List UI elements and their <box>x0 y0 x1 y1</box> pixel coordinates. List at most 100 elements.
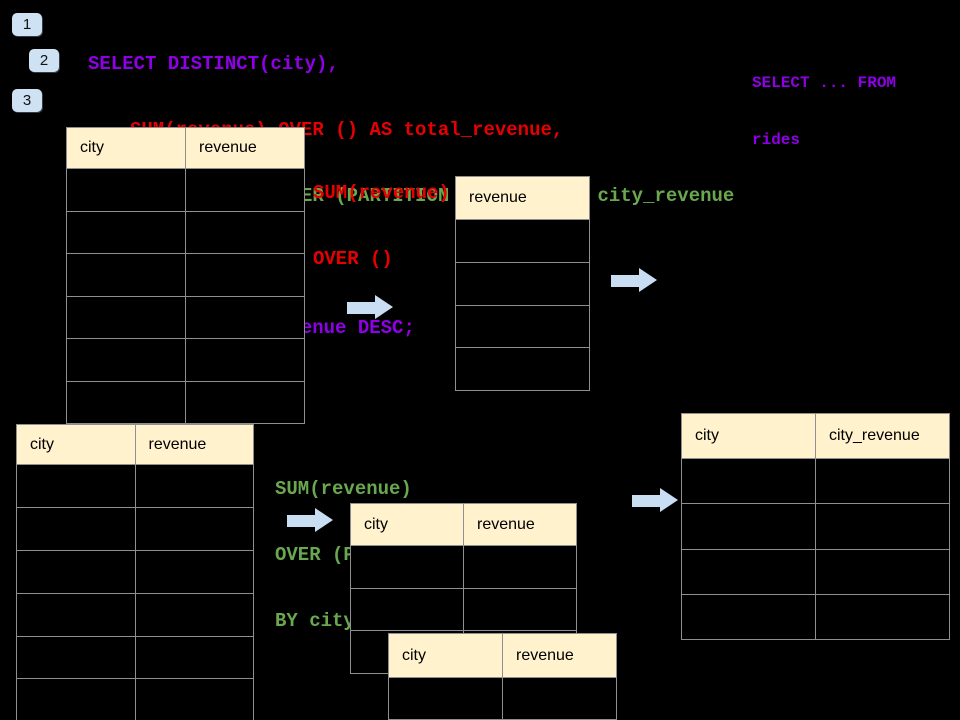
arrow-head <box>315 508 333 532</box>
table-cell-empty <box>186 169 304 211</box>
side-note-line: rides <box>752 131 801 149</box>
table-row <box>456 304 589 348</box>
table-source-bottom: city revenue <box>16 424 254 720</box>
column-header-city: city <box>17 425 136 464</box>
annotation-line: SUM(revenue) <box>275 478 412 500</box>
table-cell-empty <box>136 465 254 507</box>
table-cell-empty <box>17 593 136 636</box>
table-cell-empty <box>136 679 254 720</box>
annotation-line: OVER () <box>313 248 393 270</box>
table-row <box>67 210 304 254</box>
column-header-revenue: revenue <box>148 435 207 453</box>
table-cell-empty <box>17 550 136 593</box>
column-header-city: city <box>389 634 503 677</box>
arrow-shaft <box>287 515 315 527</box>
table-row <box>67 380 304 423</box>
table-row <box>67 253 304 296</box>
table-cell-empty <box>17 507 136 550</box>
table-header-row: city city_revenue <box>682 414 949 458</box>
arrow-head <box>375 295 393 319</box>
table-cell-empty <box>136 508 254 550</box>
arrow-shaft <box>347 302 375 314</box>
table-cell-empty <box>456 263 589 305</box>
table-row <box>682 593 949 640</box>
table-cell-empty <box>136 637 254 679</box>
table-row <box>17 635 254 679</box>
table-cell-empty <box>816 504 949 548</box>
table-result-city-revenue: city city_revenue <box>681 413 950 641</box>
column-header-city: city <box>351 504 464 545</box>
table-row <box>682 503 949 549</box>
table-cell-empty <box>389 678 503 719</box>
table-cell-empty <box>17 679 136 720</box>
table-cell-empty <box>682 459 816 504</box>
table-row <box>351 587 576 631</box>
arrow-shaft <box>611 275 639 287</box>
table-cell-empty <box>816 595 949 639</box>
table-cell-empty <box>464 589 576 631</box>
table-header-row: city revenue <box>389 634 616 677</box>
step-badge-1: 1 <box>12 13 42 36</box>
arrow-right-icon <box>347 295 393 320</box>
table-cell-empty <box>67 169 186 211</box>
arrow-right-icon <box>287 508 333 533</box>
table-cell-empty <box>456 220 589 262</box>
table-row <box>67 168 304 211</box>
table-row <box>67 295 304 338</box>
column-header-revenue: revenue <box>477 515 535 533</box>
table-cell-empty <box>67 254 186 296</box>
table-row <box>17 678 253 720</box>
table-cell-empty <box>67 339 186 381</box>
table-cell-empty <box>67 211 186 253</box>
arrow-head <box>660 488 678 512</box>
arrow-shaft <box>632 495 660 507</box>
table-cell-empty <box>456 306 589 348</box>
table-row <box>17 592 254 636</box>
table-header-row: revenue <box>456 177 589 219</box>
annotation-line: SUM(revenue) <box>313 182 450 204</box>
table-row <box>67 338 304 381</box>
table-partition-overlap: city revenue <box>388 633 617 720</box>
table-cell-empty <box>464 546 576 588</box>
table-cell-empty <box>682 504 816 549</box>
table-cell-empty <box>351 588 464 631</box>
column-header-revenue: revenue <box>469 189 527 206</box>
table-total-revenue: revenue <box>455 176 590 392</box>
table-row <box>682 548 949 594</box>
column-header-revenue: revenue <box>516 646 574 664</box>
table-cell-empty <box>682 594 816 640</box>
table-row <box>456 219 589 262</box>
table-cell-empty <box>17 636 136 679</box>
column-header-city: city <box>67 128 186 168</box>
side-note-line: SELECT ... FROM <box>752 74 897 92</box>
column-header-city: city <box>682 414 816 458</box>
step-badge-3: 3 <box>12 89 42 112</box>
table-cell-empty <box>186 339 304 381</box>
column-header-city_revenue: city_revenue <box>829 427 920 444</box>
table-row <box>17 506 254 550</box>
table-row <box>17 464 253 507</box>
table-cell-empty <box>682 549 816 594</box>
table-row <box>456 347 589 390</box>
table-cell-empty <box>456 348 589 390</box>
table-cell-empty <box>816 459 949 503</box>
table-cell-empty <box>136 551 254 593</box>
arrow-head <box>639 268 657 292</box>
table-cell-empty <box>186 212 304 254</box>
table-row <box>17 549 254 593</box>
table-cell-empty <box>351 546 464 588</box>
table-row <box>351 545 576 588</box>
arrow-right-icon <box>611 268 657 293</box>
table-row <box>389 677 616 719</box>
table-row <box>682 458 949 504</box>
table-row <box>456 261 589 305</box>
table-header-row: city revenue <box>351 504 576 545</box>
annotation-sum-over-all: SUM(revenue) OVER () <box>313 138 450 314</box>
arrow-right-icon <box>632 488 678 513</box>
table-cell-empty <box>136 594 254 636</box>
select-from-rides-note: SELECT ... FROM rides <box>752 36 896 188</box>
table-cell-empty <box>17 465 136 507</box>
table-cell-empty <box>67 381 186 423</box>
